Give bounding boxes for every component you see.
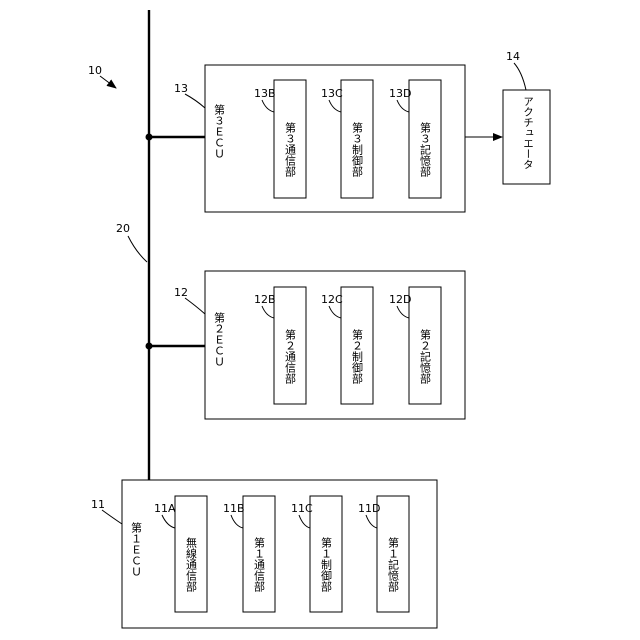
ecu2-ctrl-ref: 12C [321, 293, 343, 306]
ecu2-ctrl-label: 第２制御部 [351, 328, 364, 384]
system-reference: 10 [88, 64, 116, 88]
ecu2-mem-ref: 12D [389, 293, 411, 306]
actuator-block: 14 アクチュエータ [503, 50, 550, 184]
bus-ref-leader [128, 236, 147, 262]
ecu1-wireless-ref: 11A [154, 502, 176, 515]
ecu1-block: 11 第１ＥＣＵ 11A 無線通信部 11B 第１通信部 11C 第１制御部 1… [91, 480, 437, 628]
ecu3-ctrl-label: 第３制御部 [351, 121, 364, 177]
ecu3-mem-label: 第３記憶部 [419, 121, 432, 177]
ecu1-mem-label: 第１記憶部 [387, 536, 400, 592]
ecu1-comm-label: 第１通信部 [253, 536, 266, 592]
ecu3-ctrl-ref: 13C [321, 87, 343, 100]
ecu3-comm-label: 第３通信部 [284, 121, 297, 177]
ecu2-ref-leader [185, 298, 205, 314]
actuator-label: アクチュエータ [522, 96, 534, 170]
ecu1-comm-ref: 11B [223, 502, 245, 515]
ecu1-ref-leader [102, 510, 122, 524]
ecu3-ref-leader [185, 94, 205, 108]
ecu3-label: 第３ＥＣＵ [213, 103, 226, 159]
ecu3-comm-ref: 13B [254, 87, 276, 100]
ecu1-ctrl-label: 第１制御部 [320, 536, 333, 592]
system-ref-arrow [100, 76, 116, 88]
ecu2-comm-ref: 12B [254, 293, 276, 306]
ecu2-comm-label: 第２通信部 [284, 328, 297, 384]
bus: 20 [116, 10, 205, 480]
ecu2-ref: 12 [174, 286, 188, 299]
ecu1-ref: 11 [91, 498, 105, 511]
ecu3-block: 13 第３ＥＣＵ 13B 第３通信部 13C 第３制御部 13D 第３記憶部 [174, 65, 465, 212]
ecu2-label: 第２ＥＣＵ [213, 311, 226, 367]
ecu1-label: 第１ＥＣＵ [130, 521, 143, 577]
ecu1-ctrl-ref: 11C [291, 502, 313, 515]
system-ref-label: 10 [88, 64, 102, 77]
ecu2-block: 12 第２ＥＣＵ 12B 第２通信部 12C 第２制御部 12D 第２記憶部 [174, 271, 465, 419]
ecu1-mem-ref: 11D [358, 502, 380, 515]
ecu1-wireless-label: 無線通信部 [185, 536, 198, 592]
ecu3-mem-ref: 13D [389, 87, 411, 100]
bus-ref-label: 20 [116, 222, 130, 235]
actuator-ref: 14 [506, 50, 520, 63]
ecu3-ref: 13 [174, 82, 188, 95]
ecu2-mem-label: 第２記憶部 [419, 328, 432, 384]
actuator-ref-leader [514, 63, 526, 90]
